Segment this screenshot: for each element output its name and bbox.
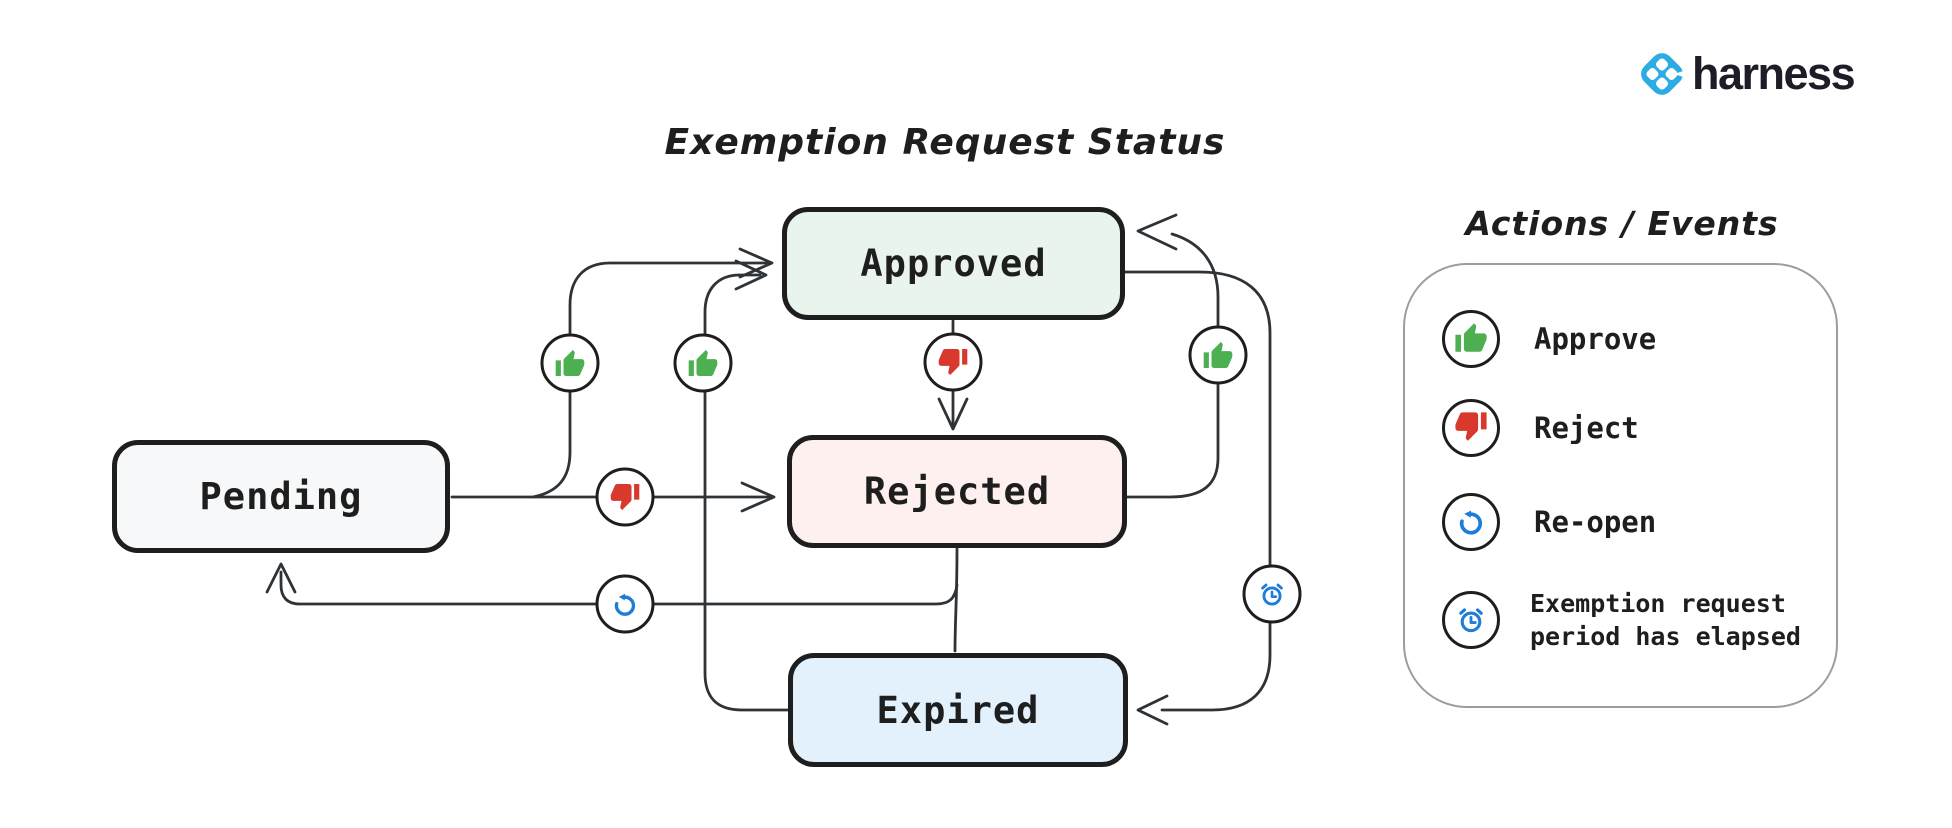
reopen-icon xyxy=(614,593,636,616)
alarm-clock-icon xyxy=(1459,608,1483,633)
thumbs-up-icon xyxy=(555,350,585,376)
thumbs-up-icon xyxy=(688,350,718,376)
edge-rejected-pending xyxy=(265,562,959,606)
legend-label-approve: Approve xyxy=(1534,322,1657,356)
edge-approved-expired xyxy=(1123,270,1272,726)
edge-expired-approved xyxy=(703,259,790,712)
legend-label-period-elapsed: Exemption request period has elapsed xyxy=(1530,589,1801,651)
state-rejected-label: Rejected xyxy=(863,470,1051,513)
diagram-title: Exemption Request Status xyxy=(664,122,1226,163)
thumbs-up-icon xyxy=(1203,342,1233,368)
legend-item-reject: Reject xyxy=(1442,399,1639,457)
state-pending-label: Pending xyxy=(199,475,363,518)
harness-wordmark: harness xyxy=(1692,48,1856,99)
legend-item-reopen: Re-open xyxy=(1442,493,1656,551)
edge-rejected-expired xyxy=(953,547,959,653)
state-expired-label: Expired xyxy=(876,688,1040,732)
harness-brand: harness xyxy=(1636,48,1856,100)
thumbs-up-icon xyxy=(1455,323,1487,352)
state-rejected: Rejected xyxy=(787,435,1127,548)
state-pending: Pending xyxy=(112,440,450,553)
legend-label-reject: Reject xyxy=(1534,411,1639,445)
thumbs-down-icon xyxy=(1455,412,1487,441)
legend-label-reopen: Re-open xyxy=(1534,505,1657,539)
thumbs-down-icon xyxy=(610,484,640,510)
thumbs-down-icon xyxy=(938,349,968,375)
state-approved: Approved xyxy=(782,207,1125,320)
reopen-icon xyxy=(1459,510,1482,535)
state-approved-label: Approved xyxy=(860,242,1047,285)
harness-logo-icon xyxy=(1641,53,1688,95)
edge-pending-approved xyxy=(531,247,774,499)
state-expired: Expired xyxy=(788,653,1128,767)
action-node-reopen xyxy=(595,574,655,634)
legend-item-period-elapsed: Exemption request period has elapsed xyxy=(1442,587,1860,653)
legend-item-approve: Approve xyxy=(1442,310,1656,368)
alarm-clock-icon xyxy=(1261,583,1283,606)
legend-title: Actions / Events xyxy=(1465,204,1779,243)
